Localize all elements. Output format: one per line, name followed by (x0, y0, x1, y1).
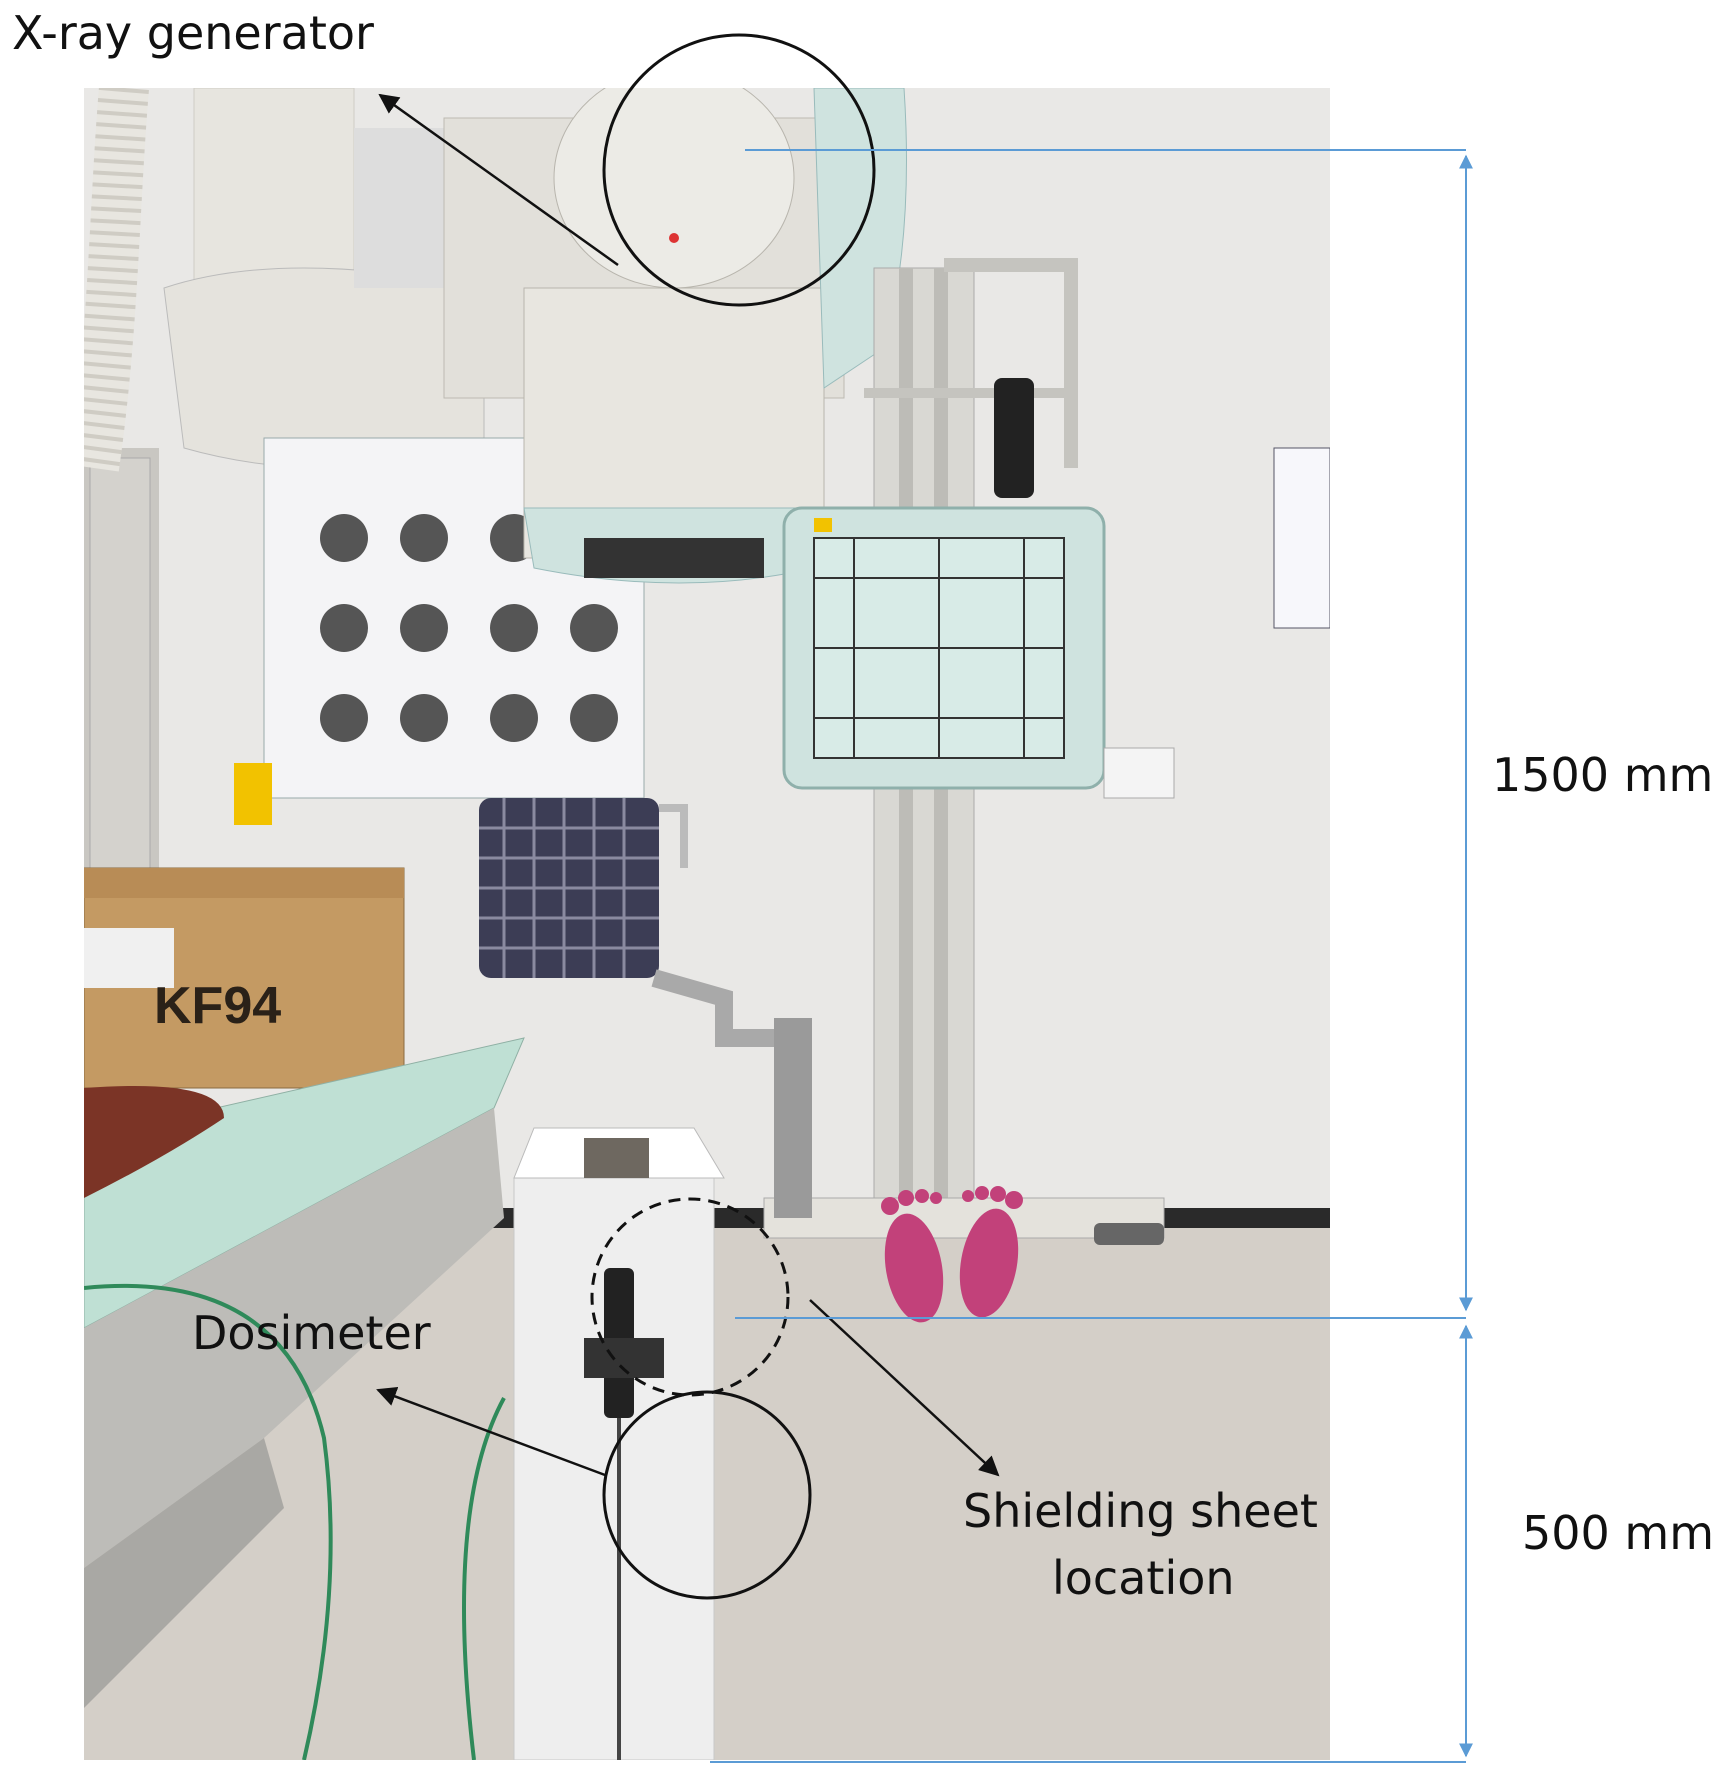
dimension-label-upper: 1500 mm (1492, 748, 1714, 802)
dimension-label-lower: 500 mm (1522, 1506, 1715, 1560)
shielding-opening (584, 1138, 649, 1178)
dosimeter-label: Dosimeter (192, 1306, 431, 1360)
footprint-sticker (881, 1186, 1023, 1323)
shielding-sheet-label-line1: Shielding sheet (963, 1484, 1318, 1538)
shielding-sheet-label-line2: location (1052, 1551, 1235, 1605)
box-print: KF94 (154, 977, 281, 1035)
xray-generator-label: X-ray generator (12, 6, 374, 60)
phantom-stand (513, 1177, 715, 1760)
